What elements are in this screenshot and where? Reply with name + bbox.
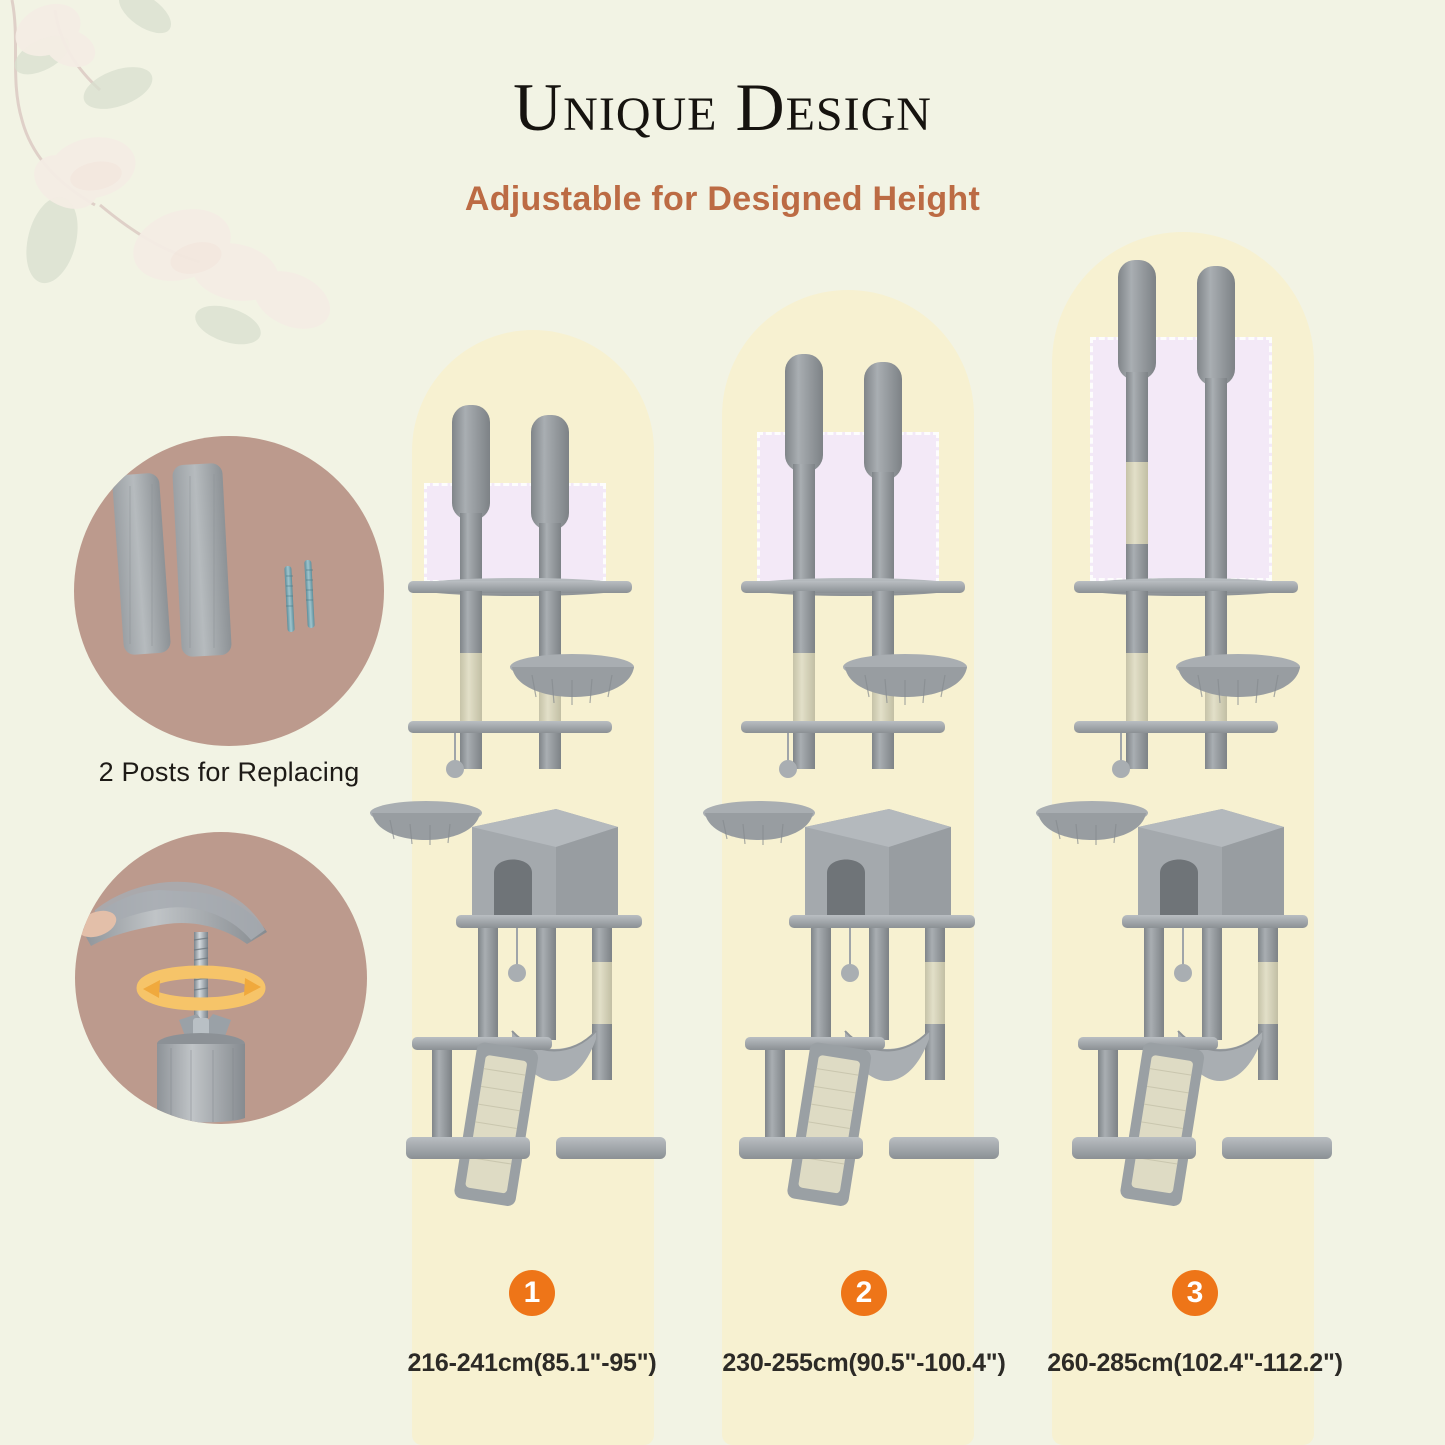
page-title: Unique Design (513, 69, 932, 145)
variant-badge-1: 1 (509, 1270, 555, 1316)
variant-badge-3: 3 (1172, 1270, 1218, 1316)
screw-assembly-photo (77, 881, 267, 1123)
replacement-posts-photo (112, 463, 315, 657)
variant-badge-2: 2 (841, 1270, 887, 1316)
page-subtitle: Adjustable for Designed Height (464, 180, 981, 218)
replacement-posts-inset (74, 436, 384, 746)
cat-tree-variant-2 (703, 354, 999, 1206)
circular-rotation-arrow (136, 965, 266, 1011)
variant-caption-1: 216-241cm(85.1"-95") (407, 1349, 657, 1377)
cat-tree-variant-3 (1036, 260, 1332, 1206)
floral-decoration (10, 0, 331, 345)
variant-caption-3: 260-285cm(102.4"-112.2") (1047, 1349, 1343, 1377)
screw-assembly-inset (75, 832, 367, 1124)
adjustable-zone-3 (1090, 337, 1272, 581)
replacement-posts-caption: 2 Posts for Replacing (98, 757, 360, 787)
variant-caption-2: 230-255cm(90.5"-100.4") (722, 1349, 1006, 1377)
cat-tree-variant-1 (370, 405, 666, 1206)
